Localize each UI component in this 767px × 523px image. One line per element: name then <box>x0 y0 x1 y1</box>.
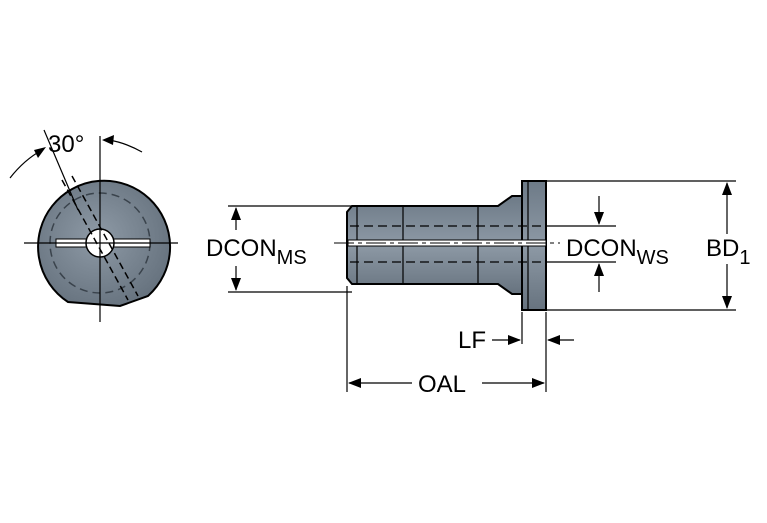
angle-arrowhead-left <box>34 147 46 158</box>
bd1-label: BD1 <box>706 235 750 269</box>
dcon-ms-label: DCONMS <box>206 235 307 269</box>
end-view: 30° <box>9 129 178 322</box>
side-view <box>334 180 560 311</box>
angle-arrowhead-right <box>102 135 114 145</box>
angle-extension-line <box>43 129 79 211</box>
end-view-angle-slot-1 <box>61 179 129 301</box>
lf-label: LF <box>458 327 486 354</box>
arrowheads <box>231 182 732 388</box>
angle-label: 30° <box>48 131 84 158</box>
end-view-angle-slot-2 <box>71 175 139 297</box>
dimensions <box>228 180 736 392</box>
dcon-ws-label: DCONWS <box>566 235 669 269</box>
oal-label: OAL <box>418 371 466 398</box>
